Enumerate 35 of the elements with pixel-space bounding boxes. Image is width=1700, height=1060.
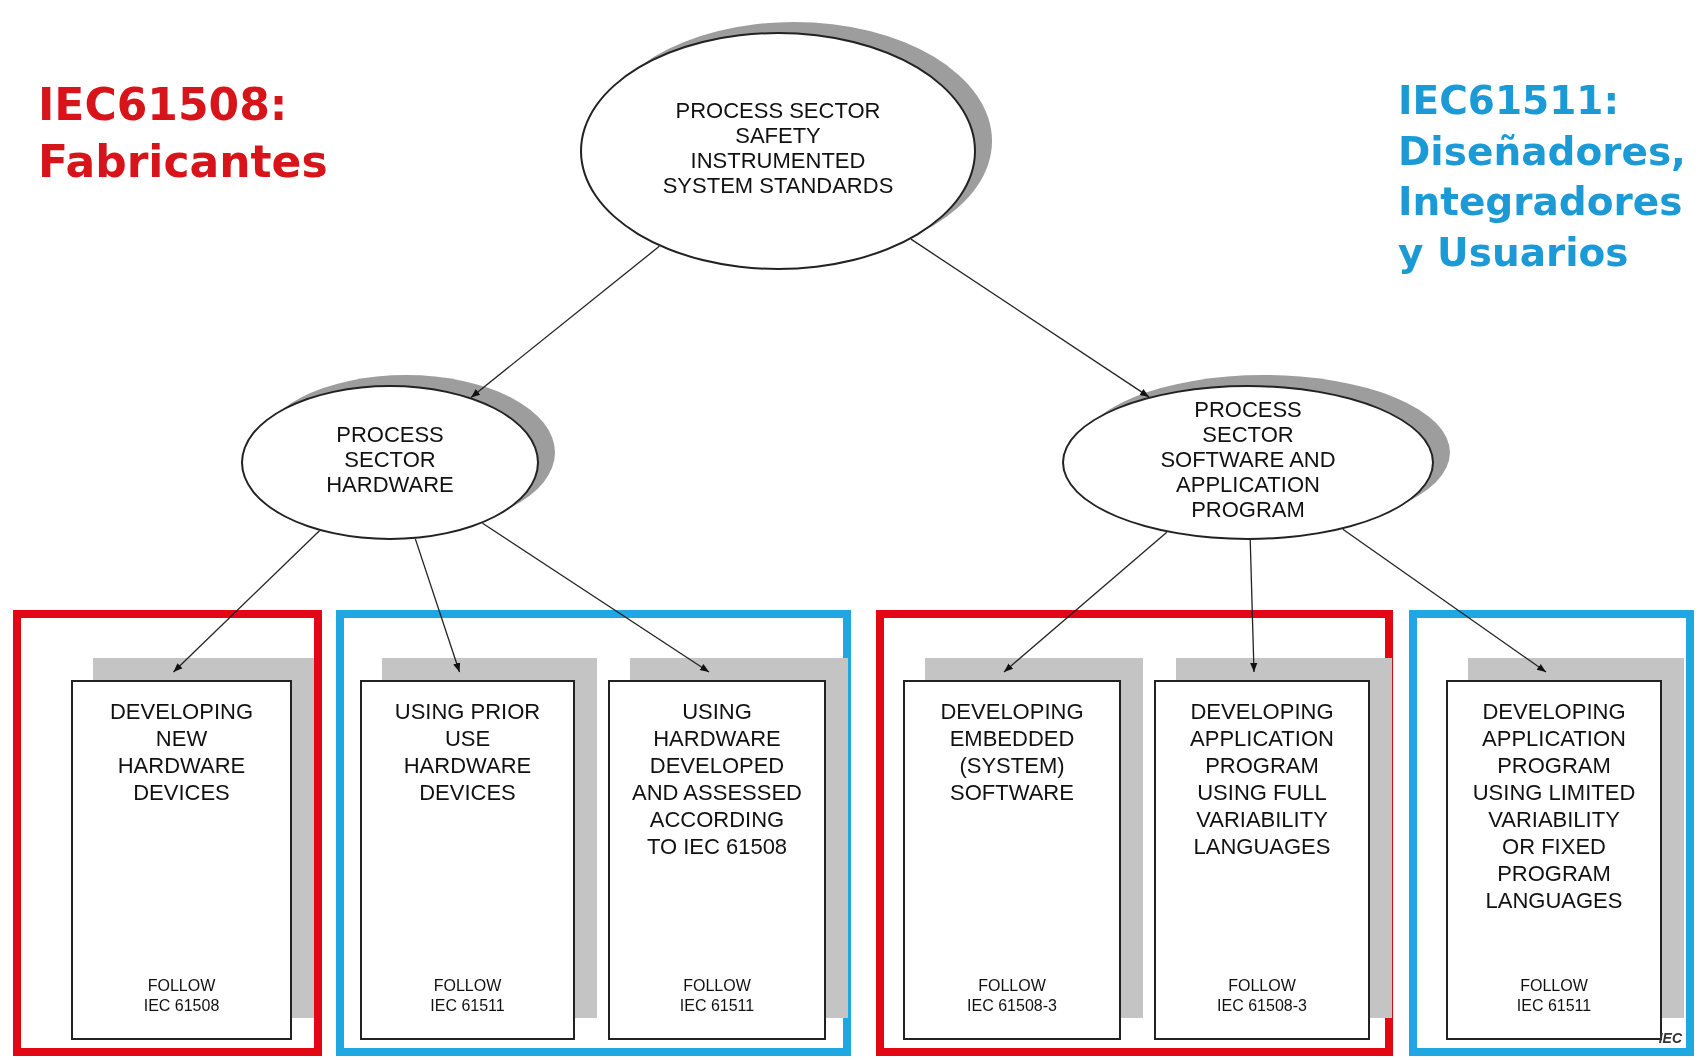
process-box <box>71 680 292 1040</box>
arrow <box>481 522 710 673</box>
node-text: USING HARDWARE DEVELOPED AND ASSESSED ACCORDING TO IEC 61508 <box>632 698 802 860</box>
group-frame <box>13 610 322 1056</box>
process-box <box>903 680 1121 1040</box>
process-box <box>1154 680 1370 1040</box>
arrow <box>470 245 660 399</box>
group-frame <box>336 610 851 1056</box>
arrow <box>172 530 321 673</box>
node-text: DEVELOPING NEW HARDWARE DEVICES <box>108 698 254 806</box>
standard-note: FOLLOW IEC 61511 <box>429 976 506 1016</box>
arrow <box>1003 531 1168 673</box>
standard-note: FOLLOW IEC 61508-3 <box>1216 976 1308 1016</box>
standard-note: FOLLOW IEC 61508 <box>142 976 221 1016</box>
group-frame <box>1409 610 1694 1056</box>
standard-note: FOLLOW IEC 61511 <box>1515 976 1593 1016</box>
node-text: PROCESS SECTOR SOFTWARE AND APPLICATION PROGRAM <box>1159 397 1337 522</box>
group-frame <box>876 610 1393 1056</box>
node-text: PROCESS SECTOR HARDWARE <box>325 422 455 497</box>
node-text: DEVELOPING EMBEDDED (SYSTEM) SOFTWARE <box>939 698 1085 806</box>
arrow <box>1342 528 1547 673</box>
standard-note: FOLLOW IEC 61511 <box>678 976 756 1016</box>
arrow <box>910 238 1150 398</box>
process-box <box>360 680 575 1040</box>
node-text: USING PRIOR USE HARDWARE DEVICES <box>393 698 542 806</box>
source-label: IEC <box>1658 1030 1682 1046</box>
process-box <box>608 680 826 1040</box>
standard-note: FOLLOW IEC 61508-3 <box>966 976 1058 1016</box>
arrow <box>1249 539 1258 673</box>
node-text: PROCESS SECTOR SAFETY INSTRUMENTED SYSTEM STANDARDS <box>661 98 895 198</box>
node-text: DEVELOPING APPLICATION PROGRAM USING FULL VARIABILITY LANGUAGES <box>1189 698 1335 860</box>
heading-label: IEC61508: Fabricantes <box>38 78 329 190</box>
heading-label: IEC61511: Diseñadores, Integradores y Usuarios <box>1398 77 1687 278</box>
arrow <box>414 538 461 673</box>
node-text: DEVELOPING APPLICATION PROGRAM USING LIMITED VARIABILITY OR FIXED PROGRAM LANGUAGES <box>1471 698 1637 914</box>
